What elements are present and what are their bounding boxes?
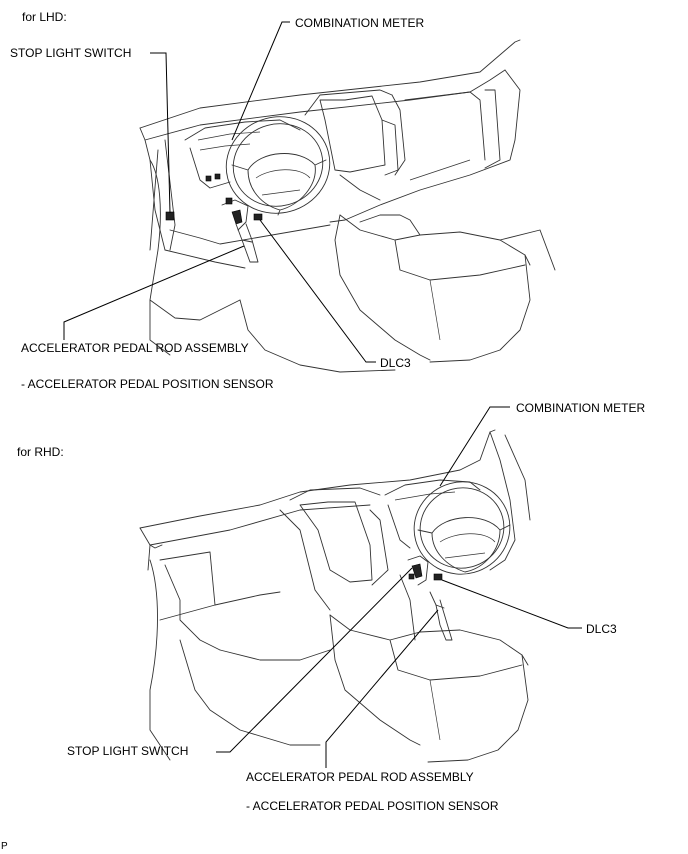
lhd-combination-meter-label: COMBINATION METER <box>295 16 425 30</box>
rhd-dashboard-illustration <box>139 429 531 763</box>
lhd-heading: for LHD: <box>22 10 67 24</box>
lhd-dlc3-label: DLC3 <box>380 356 411 370</box>
rhd-heading: for RHD: <box>17 445 64 459</box>
rhd-combination-meter-label: COMBINATION METER <box>516 401 646 415</box>
footer-code: P <box>1 841 8 852</box>
lhd-leader-lines <box>63 21 376 363</box>
lhd-accelerator-pedal-rod-assembly-label: ACCELERATOR PEDAL ROD ASSEMBLY <box>21 341 249 355</box>
rhd-dlc3-label: DLC3 <box>586 622 617 636</box>
lhd-dashboard-illustration <box>139 39 556 373</box>
lhd-accelerator-pedal-position-sensor-label: - ACCELERATOR PEDAL POSITION SENSOR <box>21 377 274 391</box>
rhd-accelerator-pedal-rod-assembly-label: ACCELERATOR PEDAL ROD ASSEMBLY <box>246 770 474 784</box>
rhd-leader-lines <box>216 406 582 768</box>
rhd-stop-light-switch-label: STOP LIGHT SWITCH <box>67 744 189 758</box>
rhd-accelerator-pedal-position-sensor-label: - ACCELERATOR PEDAL POSITION SENSOR <box>246 799 499 813</box>
lhd-stop-light-switch-label: STOP LIGHT SWITCH <box>10 46 132 60</box>
